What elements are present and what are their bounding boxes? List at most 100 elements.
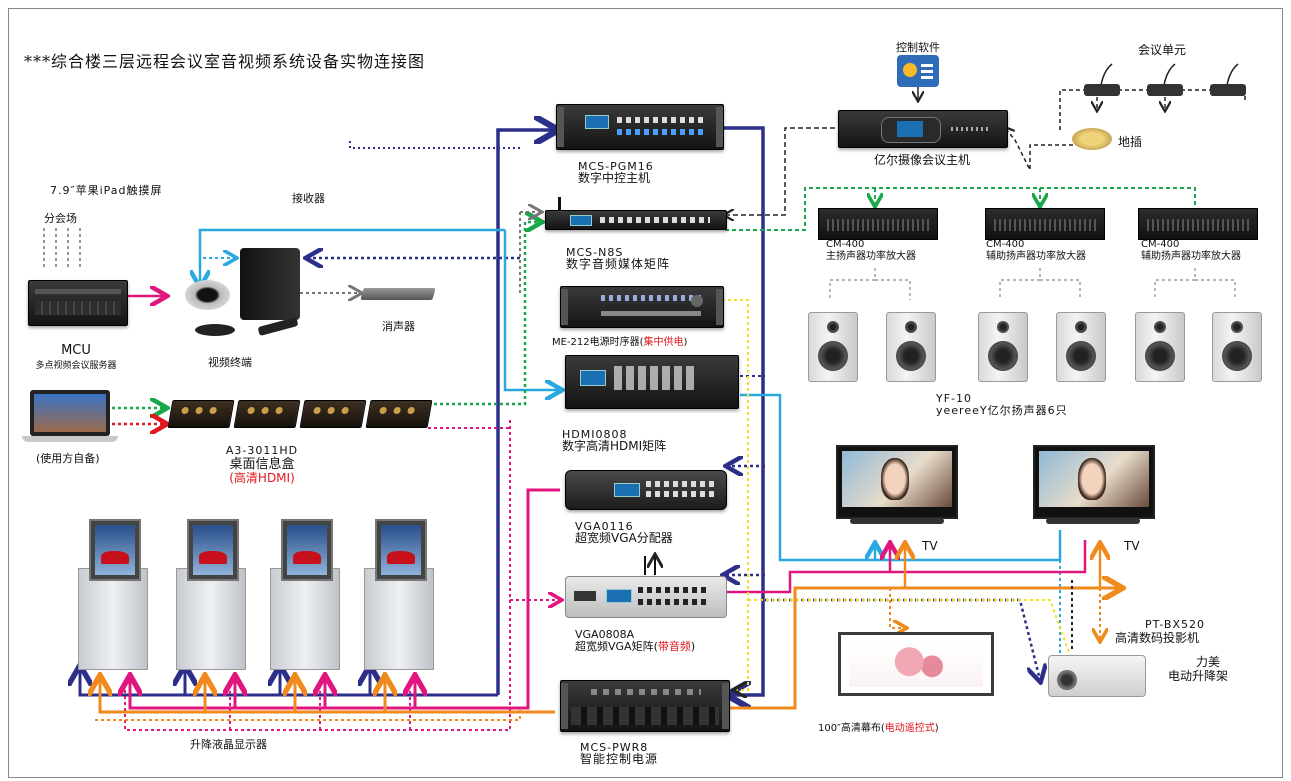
vga0808-model: VGA0808A xyxy=(575,628,635,641)
hdmi0808-matrix xyxy=(565,355,739,409)
wire-green-amps xyxy=(725,187,1196,231)
wire-orange-dot-screen xyxy=(889,588,905,628)
conference-host-label: 亿尔摄像会议主机 xyxy=(873,153,971,167)
lifter-brand: 力美 xyxy=(1196,655,1221,669)
speaker-name: yeereeY亿尔扬声器6只 xyxy=(936,404,1068,417)
wire-black-floor xyxy=(1005,128,1080,171)
speaker-2 xyxy=(886,312,936,382)
screen-red: 电动遥控式 xyxy=(884,723,935,734)
me212-red: 集中供电 xyxy=(643,337,684,348)
pgm16-central-controller xyxy=(556,104,724,150)
vga0808-end: ) xyxy=(690,640,696,653)
video-terminal-label: 视频终端 xyxy=(208,356,252,369)
wire-cyan-tv xyxy=(740,393,1062,562)
info-box-3 xyxy=(299,400,367,428)
amplifier-aux-2 xyxy=(1138,208,1258,240)
projector xyxy=(1048,655,1146,697)
floor-box-label: 地插 xyxy=(1118,135,1143,149)
wire-grey-spk1 xyxy=(829,268,911,300)
speaker-1 xyxy=(808,312,858,382)
lift-monitor-1 xyxy=(78,519,148,670)
mic-unit-2 xyxy=(1147,63,1183,96)
laptop-note: (使用方自备) xyxy=(36,452,100,465)
wire-navy-monitors xyxy=(80,668,498,697)
wire-magenta-tv xyxy=(725,540,1087,594)
wire-cyan-hdmi xyxy=(503,230,560,390)
speaker-4 xyxy=(1056,312,1106,382)
amp2-name: 辅助扬声器功率放大器 xyxy=(986,251,1086,262)
wire-green-box xyxy=(428,222,540,406)
lifter-name: 电动升降架 xyxy=(1168,669,1229,683)
screen-label: 100″高清幕布(电动遥控式) xyxy=(818,722,939,735)
wire-black-host xyxy=(725,127,835,215)
amp3-name: 辅助扬声器功率放大器 xyxy=(1141,251,1241,262)
vga0116-distributor xyxy=(565,470,727,510)
tv-left-stand xyxy=(850,518,944,524)
n8s-model: MCS-N8S xyxy=(566,246,624,259)
wire-orange-pwr xyxy=(100,678,555,714)
laptop xyxy=(30,390,110,436)
wire-magenta-vga xyxy=(130,488,560,710)
projection-screen xyxy=(838,632,994,696)
vga0808-red: 带音频 xyxy=(657,640,691,653)
vga0808-name: 超宽频VGA矩阵( xyxy=(575,640,658,653)
floor-box xyxy=(1072,128,1112,150)
speaker-3 xyxy=(978,312,1028,382)
amp1-name: 主扬声器功率放大器 xyxy=(826,251,916,262)
amp1-model: CM-400 xyxy=(826,239,865,250)
tv-right xyxy=(1033,445,1155,519)
n8s-name: 数字音频媒体矩阵 xyxy=(566,257,671,271)
lift-monitor-3 xyxy=(270,519,340,670)
control-software-icon xyxy=(897,55,939,87)
tv-right-stand xyxy=(1046,518,1140,524)
speaker-model: YF-10 xyxy=(936,392,973,405)
tv1-label: TV xyxy=(922,539,938,553)
control-software-label: 控制软件 xyxy=(896,41,940,54)
screen-name: 100″高清幕布( xyxy=(818,723,885,734)
amp2-model: CM-400 xyxy=(986,239,1025,250)
receiver-label: 接收器 xyxy=(292,192,325,205)
a3-model: A3-3011HD xyxy=(225,444,299,457)
speakerphone xyxy=(195,324,235,336)
wire-yellow-right xyxy=(748,599,1071,656)
hdmi-name: 数字高清HDMI矩阵 xyxy=(562,439,667,453)
projector-model: PT-BX520 xyxy=(1145,618,1205,631)
me212-power-sequencer xyxy=(560,286,724,328)
pwr8-power xyxy=(560,680,730,732)
lift-monitor-2 xyxy=(176,519,246,670)
me212-end: ) xyxy=(683,337,688,348)
wire-grey-branch xyxy=(43,228,81,270)
me212-label: ME-212电源时序器(集中供电) xyxy=(552,336,687,349)
video-camera xyxy=(185,280,230,310)
wire-navy-main xyxy=(496,130,555,695)
mcu-label: MCU xyxy=(61,343,91,358)
branch-venue-label: 分会场 xyxy=(44,212,77,225)
diagram-frame xyxy=(8,8,1283,778)
conference-unit-label: 会议单元 xyxy=(1137,43,1187,57)
tv2-label: TV xyxy=(1124,539,1140,553)
info-box-2 xyxy=(233,400,301,428)
wire-navy-dot-top xyxy=(349,138,520,149)
ipad-label: 7.9″苹果iPad触摸屏 xyxy=(50,184,163,197)
amp3-model: CM-400 xyxy=(1141,239,1180,250)
mcu-server xyxy=(28,280,128,326)
lift-monitor-label: 升降液晶显示器 xyxy=(190,738,267,751)
laptop-base xyxy=(22,436,118,442)
wire-grey-spk3 xyxy=(1154,268,1236,300)
projector-name: 高清数码投影机 xyxy=(1115,631,1200,645)
echo-canceller-label: 消声器 xyxy=(382,320,415,333)
a3-red: (高清HDMI) xyxy=(229,471,295,485)
amplifier-main xyxy=(818,208,938,240)
lift-monitor-4 xyxy=(364,519,434,670)
mic-unit-1 xyxy=(1084,63,1120,96)
a3-name: 桌面信息盒 xyxy=(229,457,295,472)
vga0808a-matrix xyxy=(565,576,727,618)
info-box-4 xyxy=(365,400,433,428)
wire-cyan-dot-recv xyxy=(199,258,235,285)
wire-grey-spk2 xyxy=(999,268,1081,300)
tv-left xyxy=(836,445,958,519)
mcu-desc: 多点视频会议服务器 xyxy=(35,361,117,371)
page-title: ***综合楼三层远程会议室音视频系统设备实物连接图 xyxy=(24,52,426,71)
pgm16-name: 数字中控主机 xyxy=(578,171,651,185)
